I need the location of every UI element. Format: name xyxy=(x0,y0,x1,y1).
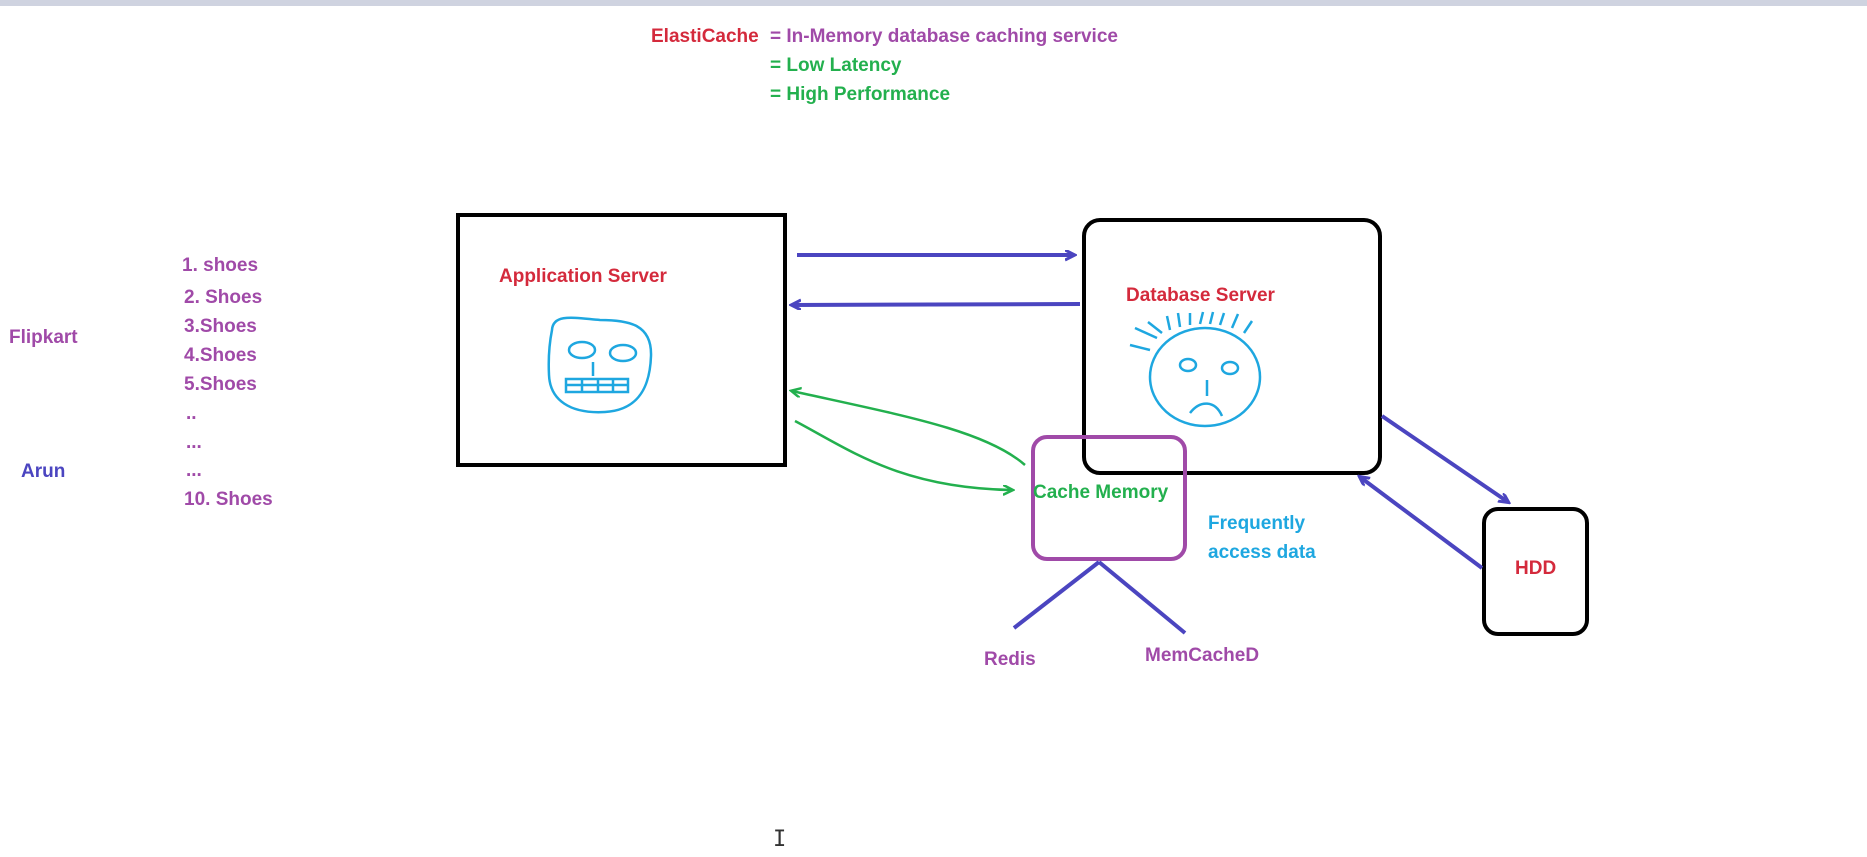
cache-memory-label: Cache Memory xyxy=(1033,482,1169,503)
top-border xyxy=(0,0,1867,6)
application-server-label: Application Server xyxy=(499,266,667,287)
list-item: .. xyxy=(186,403,197,424)
hdd-box xyxy=(1482,507,1589,636)
response-arrow xyxy=(792,304,1081,305)
list-item: ... xyxy=(186,460,202,481)
elasticache-term: ElastiCache xyxy=(651,26,759,47)
text-cursor-icon: I xyxy=(773,827,787,852)
list-item: 5.Shoes xyxy=(184,374,257,395)
memcached-label: MemCacheD xyxy=(1145,645,1260,666)
redis-connector xyxy=(1012,560,1101,630)
cache-to-app-arrow xyxy=(792,391,1026,466)
definition-in-memory: = In-Memory database caching service xyxy=(770,26,1118,47)
db-to-hdd-arrow xyxy=(1380,414,1508,502)
frequent-access-note-line1: Frequently xyxy=(1208,513,1306,534)
list-item: 2. Shoes xyxy=(184,287,263,308)
list-item: 10. Shoes xyxy=(184,489,273,510)
user-label: Arun xyxy=(21,461,66,482)
database-server-box xyxy=(1082,218,1382,475)
list-item: 1. shoes xyxy=(182,255,259,276)
app-to-cache-arrow xyxy=(794,419,1012,490)
list-item: ... xyxy=(186,432,202,453)
list-item: 3.Shoes xyxy=(184,316,257,337)
hdd-label: HDD xyxy=(1515,558,1557,579)
hdd-to-db-arrow xyxy=(1360,477,1484,570)
flipkart-label: Flipkart xyxy=(9,327,78,348)
stressed-face-icon xyxy=(1129,311,1262,428)
database-server-label: Database Server xyxy=(1126,285,1275,306)
definition-low-latency: = Low Latency xyxy=(770,55,902,76)
definition-high-performance: = High Performance xyxy=(770,84,951,105)
frequent-access-note-line2: access data xyxy=(1208,542,1316,563)
list-item: 4.Shoes xyxy=(184,345,257,366)
redis-label: Redis xyxy=(984,649,1036,670)
memcached-connector xyxy=(1097,560,1187,635)
application-server-box xyxy=(456,213,787,467)
cache-memory-box xyxy=(1031,435,1187,561)
robot-face-icon xyxy=(547,316,653,414)
